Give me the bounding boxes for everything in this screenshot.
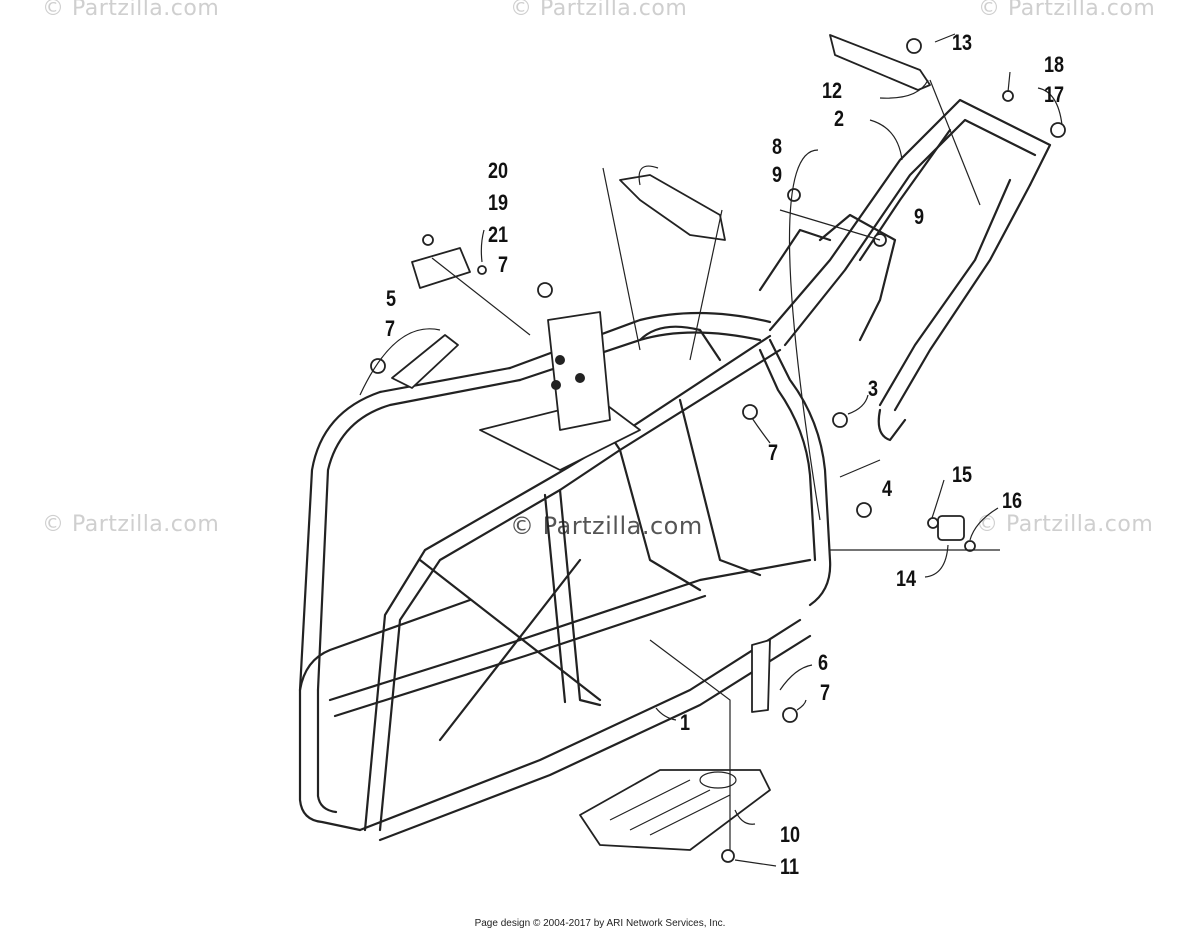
callout-13: 13 xyxy=(952,30,973,55)
callout-15: 15 xyxy=(952,462,973,487)
bushing-14 xyxy=(937,515,965,541)
callout-12: 12 xyxy=(822,78,843,103)
screw-20 xyxy=(422,234,434,246)
callout-7: 7 xyxy=(498,252,509,277)
callout-21: 21 xyxy=(488,222,509,247)
footer-copyright: Page design © 2004-2017 by ARI Network S… xyxy=(474,918,726,929)
callout-10: 10 xyxy=(780,822,801,847)
watermark: © Partzilla.com xyxy=(510,512,703,540)
callout-14: 14 xyxy=(896,566,917,591)
callout-17: 17 xyxy=(1044,82,1065,107)
bolt-3 xyxy=(832,412,848,428)
nut-21 xyxy=(477,265,487,275)
leader-lines xyxy=(359,33,1063,867)
bracket-12 xyxy=(829,34,931,91)
watermark: © Partzilla.com xyxy=(976,512,1154,537)
callout-3: 3 xyxy=(868,376,879,401)
watermark: © Partzilla.com xyxy=(510,0,688,21)
plate-6 xyxy=(751,639,771,713)
callout-16: 16 xyxy=(1002,488,1023,513)
callout-2: 2 xyxy=(834,106,845,131)
bolt-13 xyxy=(906,38,922,54)
callout-7: 7 xyxy=(768,440,779,465)
washer-16 xyxy=(964,540,976,552)
watermark: © Partzilla.com xyxy=(42,512,220,537)
callout-9: 9 xyxy=(914,204,925,229)
callout-6: 6 xyxy=(818,650,829,675)
callout-20: 20 xyxy=(488,158,509,183)
callout-9: 9 xyxy=(772,162,783,187)
washer-15 xyxy=(927,517,939,529)
callout-19: 19 xyxy=(488,190,509,215)
clamp-19 xyxy=(411,247,471,289)
nut-17 xyxy=(1050,122,1066,138)
bolt-4 xyxy=(856,502,872,518)
callout-18: 18 xyxy=(1044,52,1065,77)
bolt-7d xyxy=(782,707,798,723)
rear-subframe xyxy=(758,98,1052,442)
plug-9a xyxy=(787,188,801,202)
bolt-11 xyxy=(721,849,735,863)
watermark: © Partzilla.com xyxy=(42,0,220,21)
callout-7: 7 xyxy=(820,680,831,705)
nut-18 xyxy=(1002,90,1014,102)
callout-7: 7 xyxy=(385,316,396,341)
center-block xyxy=(479,311,641,471)
bracket-8 xyxy=(619,174,726,241)
plate-5 xyxy=(391,334,459,389)
bolt-7a xyxy=(537,282,553,298)
bolt-7c xyxy=(742,404,758,420)
bolt-7b xyxy=(370,358,386,374)
skid-plate xyxy=(579,769,771,851)
watermark: © Partzilla.com xyxy=(978,0,1156,21)
callout-4: 4 xyxy=(882,476,893,501)
callout-5: 5 xyxy=(386,286,397,311)
callout-8: 8 xyxy=(772,134,783,159)
callout-11: 11 xyxy=(780,854,800,879)
callout-1: 1 xyxy=(680,710,691,735)
